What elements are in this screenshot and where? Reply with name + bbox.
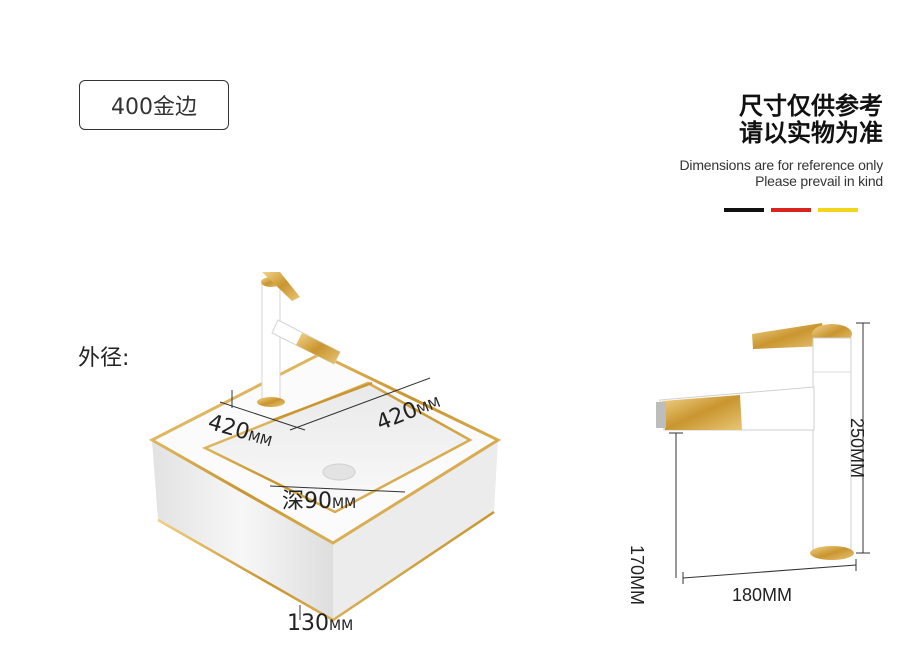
outer-size-label: 外径:	[78, 346, 130, 371]
faucet-spout-height-label: 170MM	[627, 545, 647, 606]
stripe-black	[724, 208, 764, 212]
drain	[322, 463, 356, 481]
basin	[148, 272, 502, 622]
basin-bottom-rim	[157, 510, 495, 622]
note-cn-line2: 请以实物为准	[739, 119, 883, 147]
note-en-line1: Dimensions are for reference only	[679, 157, 884, 173]
note-en-line2: Please prevail in kind	[755, 173, 883, 189]
faucet-total-height-label: 250MM	[847, 418, 867, 479]
edge-spec-badge: 400金边	[79, 80, 229, 130]
faucet	[656, 322, 870, 584]
faucet-reach-label: 180MM	[732, 585, 793, 605]
basin-depth-label: 深90MM	[282, 489, 357, 514]
basin-height-label: 130MM	[287, 611, 354, 636]
basin-right-face	[333, 440, 498, 620]
basin-faucet	[257, 272, 341, 407]
stripe-red	[771, 208, 811, 212]
note-cn-line1: 尺寸仅供参考	[739, 92, 883, 120]
stripe-yellow	[818, 208, 858, 212]
basin-left-face	[152, 440, 333, 620]
